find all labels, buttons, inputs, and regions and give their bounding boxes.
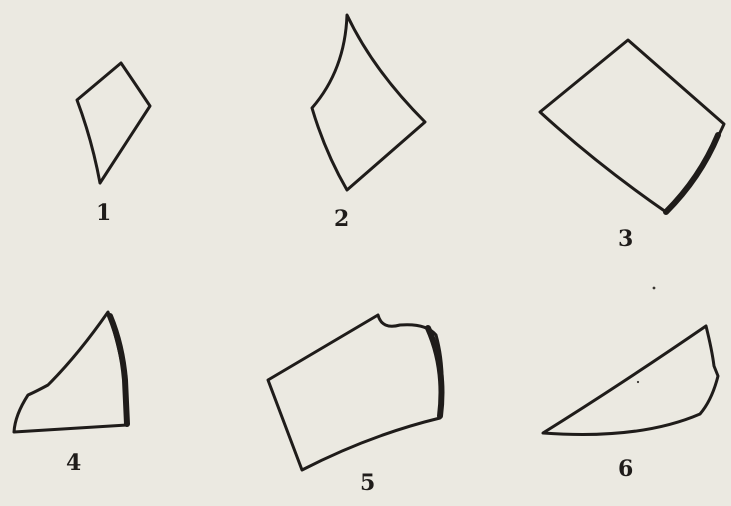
shape-6-label: 6 [618, 456, 633, 482]
shape-1-label: 1 [96, 200, 111, 226]
shape-1-group: 1 [77, 63, 150, 226]
shape-3-heavy-edge [666, 135, 718, 212]
shape-3-label: 3 [618, 226, 633, 252]
ink-speck [653, 287, 656, 290]
shape-3-group: 3 [540, 40, 724, 252]
shape-6-outline [543, 326, 718, 434]
ink-speck [637, 381, 639, 383]
shape-4-label: 4 [66, 450, 81, 476]
shape-5-group: 5 [268, 315, 442, 496]
shape-4-outline [14, 312, 127, 432]
shape-4-heavy-edge [110, 316, 127, 424]
shape-2-label: 2 [334, 206, 349, 232]
shape-1-outline [77, 63, 150, 183]
shape-2-outline [312, 15, 425, 190]
shape-2-group: 2 [312, 15, 425, 232]
shape-6-group: 6 [543, 326, 718, 482]
shape-3-outline [540, 40, 724, 212]
shape-4-group: 4 [14, 312, 127, 476]
shape-5-label: 5 [360, 470, 375, 496]
shape-5-outline [268, 315, 442, 470]
shape-5-heavy-edge [428, 328, 442, 416]
